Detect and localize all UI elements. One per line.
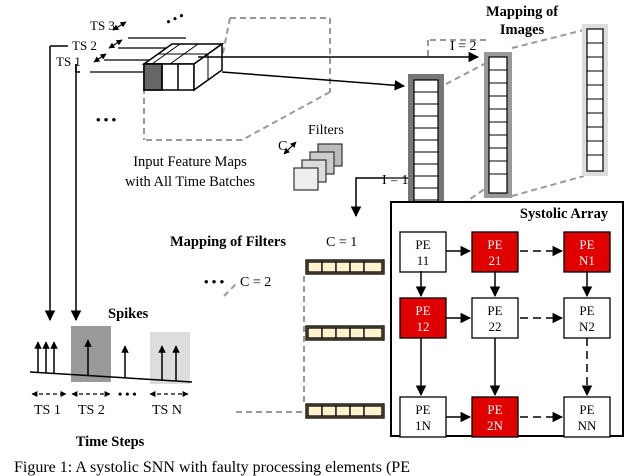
pe-id-label: 12 [417,319,430,334]
spike-window-ts2 [71,326,111,382]
ts1-label: TS 1 [56,54,81,69]
pe-prefix-label: PE [579,402,594,417]
pe-prefix-label: PE [487,303,502,318]
pe-id-label: 21 [489,253,502,268]
spike-ts2-label: TS 2 [78,403,105,418]
figure-caption: Figure 1: A systolic SNN with faulty pro… [14,459,410,476]
filter-row-3 [305,403,385,419]
image-i1-label: I = 1 [382,173,409,188]
systolic-array-title: Systolic Array [520,206,609,222]
spike-window-tsn [150,332,190,384]
stack-ellipsis: • • • [164,8,187,29]
pe-prefix-label: PE [415,402,430,417]
spike-tsn-label: TS N [152,403,182,418]
mapping-images-title-line2: Images [500,22,545,38]
ts-feed-arrows [44,45,82,322]
filter-c2-label: C = 2 [240,275,271,290]
spike-ts1-label: TS 1 [34,403,61,418]
pe-box [471,297,519,339]
image-column-i3 [582,24,608,176]
pe-faulty-box [471,396,519,438]
pe-prefix-label: PE [415,303,430,318]
spike-baseline [29,371,193,383]
filters-c-arrow [283,141,297,155]
pe-prefix-label: PE [415,237,430,252]
filter-ellipsis: • • • [204,274,225,289]
ts2-label: TS 2 [72,38,97,53]
ts3-label: TS 3 [90,18,115,33]
image-column-i1 [408,74,444,218]
filter-stack [293,143,343,191]
filter-row-2 [305,325,385,341]
stack-ellipsis-lower: • • • [96,112,117,127]
pe-faulty-box [471,231,519,273]
spike-train [34,339,180,381]
arrow-to-image-i1 [221,71,406,91]
mapping-images-title-line1: Mapping of [486,4,558,20]
mapping-filters-title: Mapping of Filters [170,234,286,250]
feature-cube [141,42,225,92]
filter-guides [223,276,305,413]
pe-box [399,231,447,273]
pe-box [563,396,611,438]
pe-box [563,297,611,339]
pe-prefix-label: PE [487,237,502,252]
pe-id-label: N1 [579,253,595,268]
spike-ellipsis: • • • [118,387,137,401]
filter-row-1 [305,259,385,275]
filters-c-label: C [278,139,287,154]
spikes-title: Spikes [108,306,149,322]
pe-prefix-label: PE [579,237,594,252]
pe-id-label: 1N [415,418,432,433]
pe-prefix-label: PE [579,303,594,318]
image-i2-label: I = 2 [450,39,477,54]
image-column-i2 [484,52,512,198]
pe-connections [415,245,593,423]
filters-title: Filters [308,123,344,138]
arrow-i1 [350,177,384,218]
pe-id-label: N2 [579,319,595,334]
input-caption-line1: Input Feature Maps [133,154,247,170]
pe-id-label: 2N [487,418,504,433]
pe-id-label: 22 [489,319,502,334]
pe-id-label: 11 [417,253,430,268]
pe-faulty-box [399,297,447,339]
time-steps-label: Time Steps [76,434,145,450]
input-caption-line2: with All Time Batches [125,174,255,190]
filter-c1-label: C = 1 [326,235,357,250]
pe-id-label: NN [578,418,597,433]
pe-prefix-label: PE [487,402,502,417]
pe-box [399,396,447,438]
